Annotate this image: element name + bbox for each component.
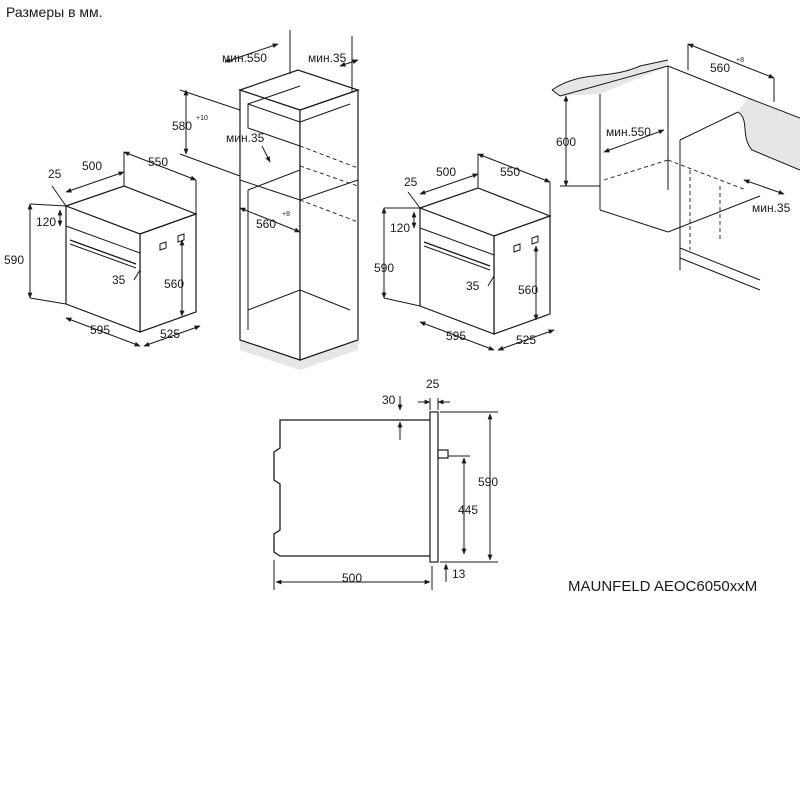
oven-right-panel-h: 120 [390,221,410,235]
cabinet-side [299,89,359,361]
niche-min-gap: мин.35 [752,201,791,215]
side-view-height: 590 [478,475,498,489]
side-view-body [273,419,430,557]
side-view-depth: 500 [342,571,362,585]
oven-left-inner-h: 560 [164,277,184,291]
tall-cabinet: мин.550 мин.35 580 +10 мин.35 560 +8 [172,30,360,370]
oven-right-height: 590 [374,261,394,275]
side-view-handle [437,449,449,459]
oven-left-side [139,213,197,333]
oven-left: 500 550 25 120 590 35 560 595 525 [4,151,201,347]
oven-right-inner-h: 560 [518,283,538,297]
side-view-rail-h: 445 [458,503,478,517]
niche-width-tol: +8 [736,57,744,64]
oven-right-depth-top: 500 [436,165,456,179]
side-view-door [429,411,439,563]
cabinet-vent: мин.35 [226,131,265,145]
niche-height: 600 [556,135,576,149]
side-view-panel: 25 [426,377,440,391]
oven-left-handle: 35 [112,273,126,287]
oven-right-width-top: 550 [500,165,520,179]
oven-left-panel: 25 [48,167,62,181]
side-view: 25 30 590 445 500 13 [273,377,498,590]
cabinet-niche-tol: +10 [196,115,208,122]
niche-min-depth: мин.550 [606,125,651,139]
model-name: MAUNFELD AEOC6050xxM [568,578,758,595]
cabinet-niche-w-tol: +8 [282,211,290,218]
oven-left-width-top: 550 [148,155,168,169]
oven-right-handle: 35 [466,279,480,293]
cabinet-niche-w: 560 [256,217,276,231]
oven-right-width: 595 [446,329,466,343]
cabinet-niche-h: 580 [172,119,192,133]
cabinet-min-gap: мин.35 [308,51,347,65]
units-heading: Размеры в мм. [6,4,103,20]
cabinet-min-depth: мин.550 [222,51,267,65]
side-view-top-offset: 30 [382,393,396,407]
oven-left-panel-h: 120 [36,215,56,229]
side-view-bottom: 13 [452,567,466,581]
oven-right-panel: 25 [404,175,418,189]
niche-width: 560 [710,61,730,75]
oven-right-depth: 525 [516,333,536,347]
oven-left-height: 590 [4,253,24,267]
oven-right: 500 550 25 120 590 35 560 595 525 [374,153,555,351]
cabinet-top [238,69,360,111]
oven-left-depth-top: 500 [82,159,102,173]
oven-right-side [493,215,551,335]
oven-left-width: 595 [90,323,110,337]
under-counter-niche: 560 +8 600 мин.550 мин.35 [551,43,800,291]
oven-left-depth: 525 [160,327,180,341]
